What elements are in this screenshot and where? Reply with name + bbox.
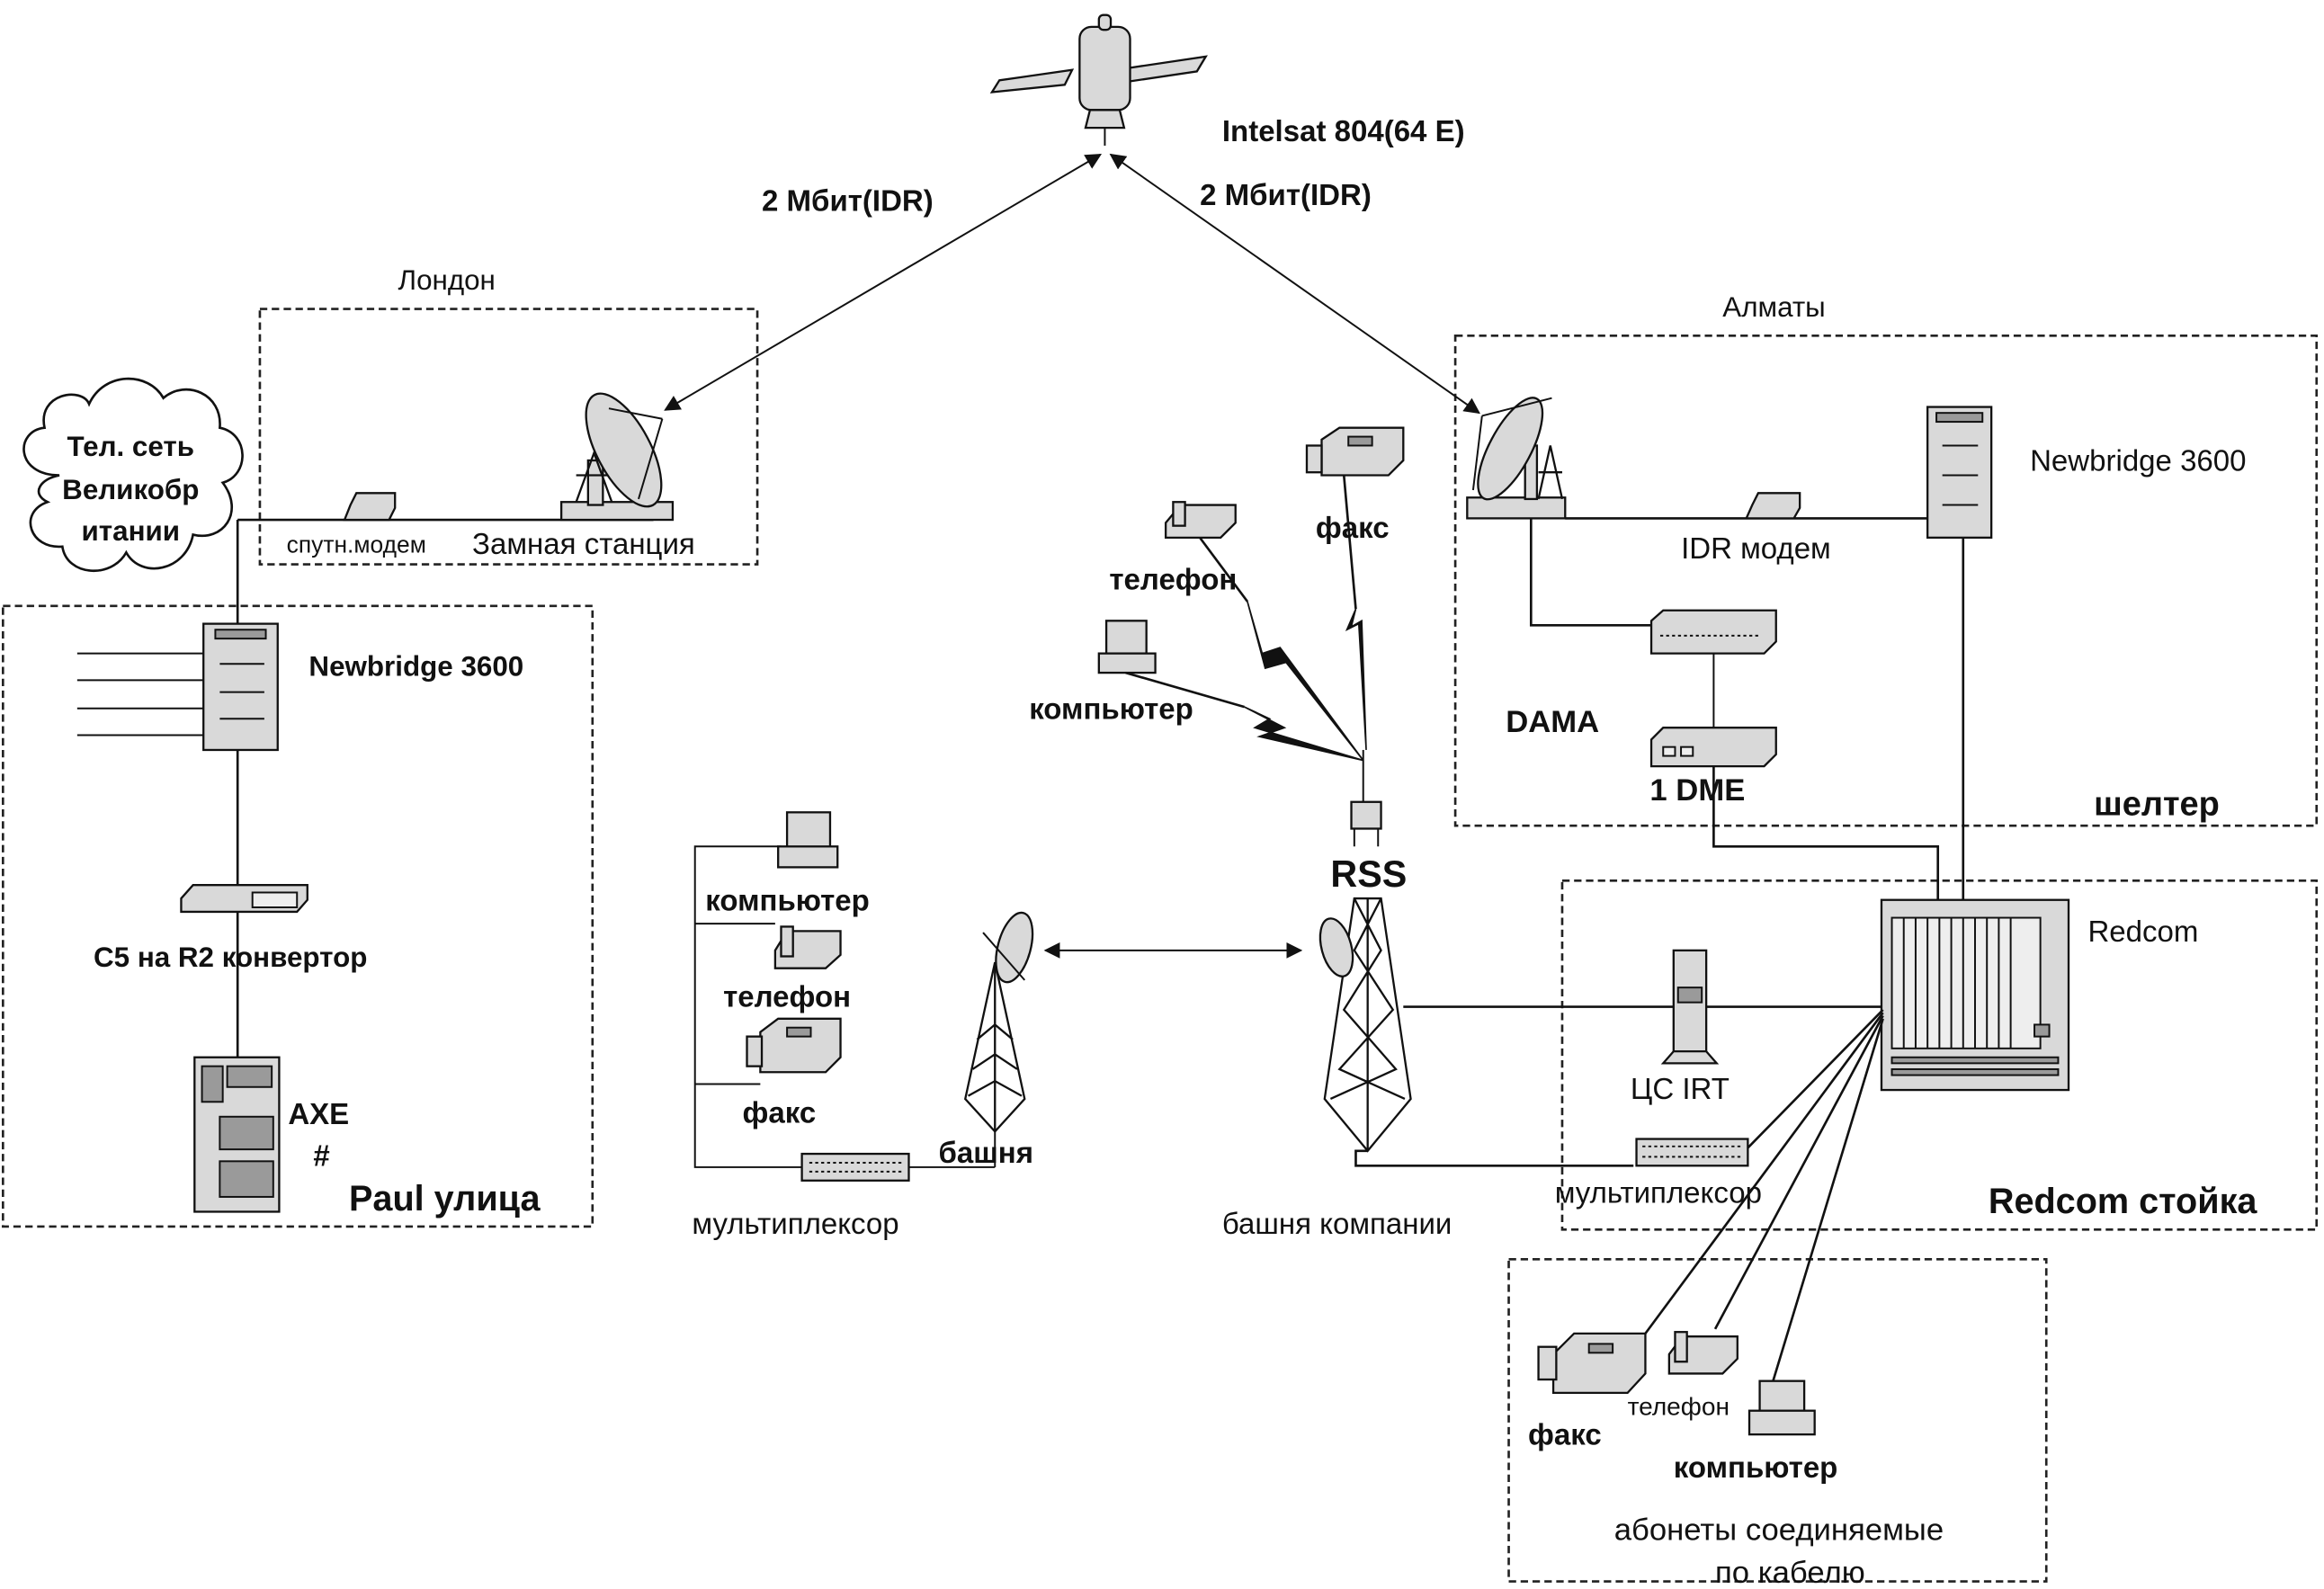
remote-fax-icon bbox=[746, 1017, 842, 1074]
rss-fax-label: факс bbox=[1316, 511, 1390, 544]
dama-label: DAMA bbox=[1506, 705, 1599, 739]
remote-computer-label: компьютер bbox=[705, 883, 870, 916]
redcom-rack-title: Redcom стойка bbox=[1989, 1182, 2258, 1221]
uk-phone-network-cloud: Тел. сеть Великобр итании bbox=[22, 377, 244, 573]
axe-label: AXE bbox=[288, 1097, 349, 1130]
newbridge-london-label: Newbridge 3600 bbox=[308, 650, 523, 682]
dme-unit-icon bbox=[1649, 727, 1777, 768]
converter-label: C5 на R2 конвертор bbox=[94, 942, 367, 973]
dme-label: 1 DME bbox=[1649, 773, 1745, 808]
paul-street-zone bbox=[1, 604, 594, 1228]
earth-station-label: Замная станция bbox=[472, 527, 695, 560]
remote-multiplexer-label: мультиплексор bbox=[692, 1207, 898, 1240]
idr-modem-icon bbox=[1744, 492, 1801, 520]
uk-network-line1: Тел. сеть bbox=[67, 431, 194, 462]
remote-telephone-icon bbox=[773, 925, 842, 969]
rss-telephone-icon bbox=[1164, 501, 1237, 540]
cable-telephone-label: телефон bbox=[1628, 1393, 1730, 1421]
dama-unit-icon bbox=[1649, 609, 1777, 655]
almaty-title: Алматы bbox=[1722, 291, 1825, 323]
axe-hash: # bbox=[313, 1138, 329, 1172]
remote-fax-label: факс bbox=[743, 1095, 817, 1129]
irt-label: ЦС IRT bbox=[1631, 1072, 1730, 1105]
cable-subscribers-title-line2: по кабелю bbox=[1715, 1556, 1865, 1589]
rss-fax-icon bbox=[1305, 426, 1405, 477]
company-tower-label: башня компании bbox=[1222, 1207, 1452, 1240]
wireless-link-fax bbox=[1342, 475, 1367, 751]
irt-switch-icon bbox=[1660, 949, 1720, 1065]
cable-computer-label: компьютер bbox=[1674, 1451, 1838, 1484]
remote-multiplexer-icon bbox=[800, 1152, 910, 1182]
remote-tower-icon bbox=[963, 911, 1034, 1134]
redcom-label: Redcom bbox=[2087, 915, 2198, 948]
cable-fax-label: факс bbox=[1528, 1418, 1602, 1451]
cable-subscribers-zone bbox=[1507, 1257, 2048, 1583]
axe-exchange-icon bbox=[193, 1056, 281, 1213]
newbridge-almaty-label: Newbridge 3600 bbox=[2030, 444, 2246, 478]
newbridge-3600-london-icon bbox=[202, 622, 279, 752]
uk-network-line2: Великобр bbox=[62, 474, 199, 505]
uk-network-line3: итании bbox=[82, 515, 181, 547]
idr-modem-label: IDR модем bbox=[1681, 531, 1831, 565]
almaty-earth-station-dish-icon bbox=[1466, 397, 1567, 520]
c5-r2-converter-icon bbox=[180, 884, 308, 914]
redcom-rack-zone bbox=[1560, 879, 2319, 1231]
cable-subscribers-title-line1: абонеты соединяемые bbox=[1614, 1513, 1944, 1547]
earth-station-dish-icon bbox=[559, 392, 675, 522]
remote-computer-icon bbox=[777, 811, 839, 869]
satellite-icon bbox=[989, 13, 1208, 146]
paul-street-title: Paul улица bbox=[349, 1179, 541, 1219]
london-satellite-link bbox=[664, 153, 1103, 411]
london-title: Лондон bbox=[398, 264, 495, 296]
almaty-link-rate: 2 Мбит(IDR) bbox=[1200, 178, 1372, 211]
satellite-name: Intelsat 804(64 E) bbox=[1222, 114, 1465, 147]
cable-fax-icon bbox=[1537, 1332, 1647, 1395]
almaty-satellite-link bbox=[1109, 153, 1480, 415]
rss-computer-label: компьютер bbox=[1029, 692, 1193, 725]
almaty-shelter-zone bbox=[1453, 334, 2319, 827]
redcom-multiplexer-icon bbox=[1635, 1138, 1749, 1167]
shelter-label: шелтер bbox=[2094, 786, 2220, 824]
company-tower-icon bbox=[1318, 897, 1412, 1153]
rss-antenna-icon bbox=[1350, 749, 1382, 847]
rss-computer-icon bbox=[1097, 620, 1157, 674]
remote-telephone-label: телефон bbox=[723, 980, 851, 1013]
rss-telephone-label: телефон bbox=[1109, 563, 1237, 596]
london-zone bbox=[258, 308, 759, 566]
redcom-switch-icon bbox=[1880, 898, 2070, 1092]
redcom-multiplexer-label: мультиплексор bbox=[1555, 1176, 1762, 1210]
london-link-rate: 2 Мбит(IDR) bbox=[762, 184, 934, 218]
satellite-modem-icon bbox=[343, 492, 397, 522]
rss-label: RSS bbox=[1330, 853, 1407, 895]
newbridge-trunk-lines bbox=[76, 652, 204, 736]
satellite-modem-label: спутн.модем bbox=[287, 531, 426, 558]
cable-telephone-icon bbox=[1667, 1331, 1739, 1375]
remote-tower-label: башня bbox=[939, 1136, 1033, 1169]
cable-computer-icon bbox=[1747, 1379, 1816, 1436]
newbridge-3600-almaty-icon bbox=[1926, 406, 1993, 540]
